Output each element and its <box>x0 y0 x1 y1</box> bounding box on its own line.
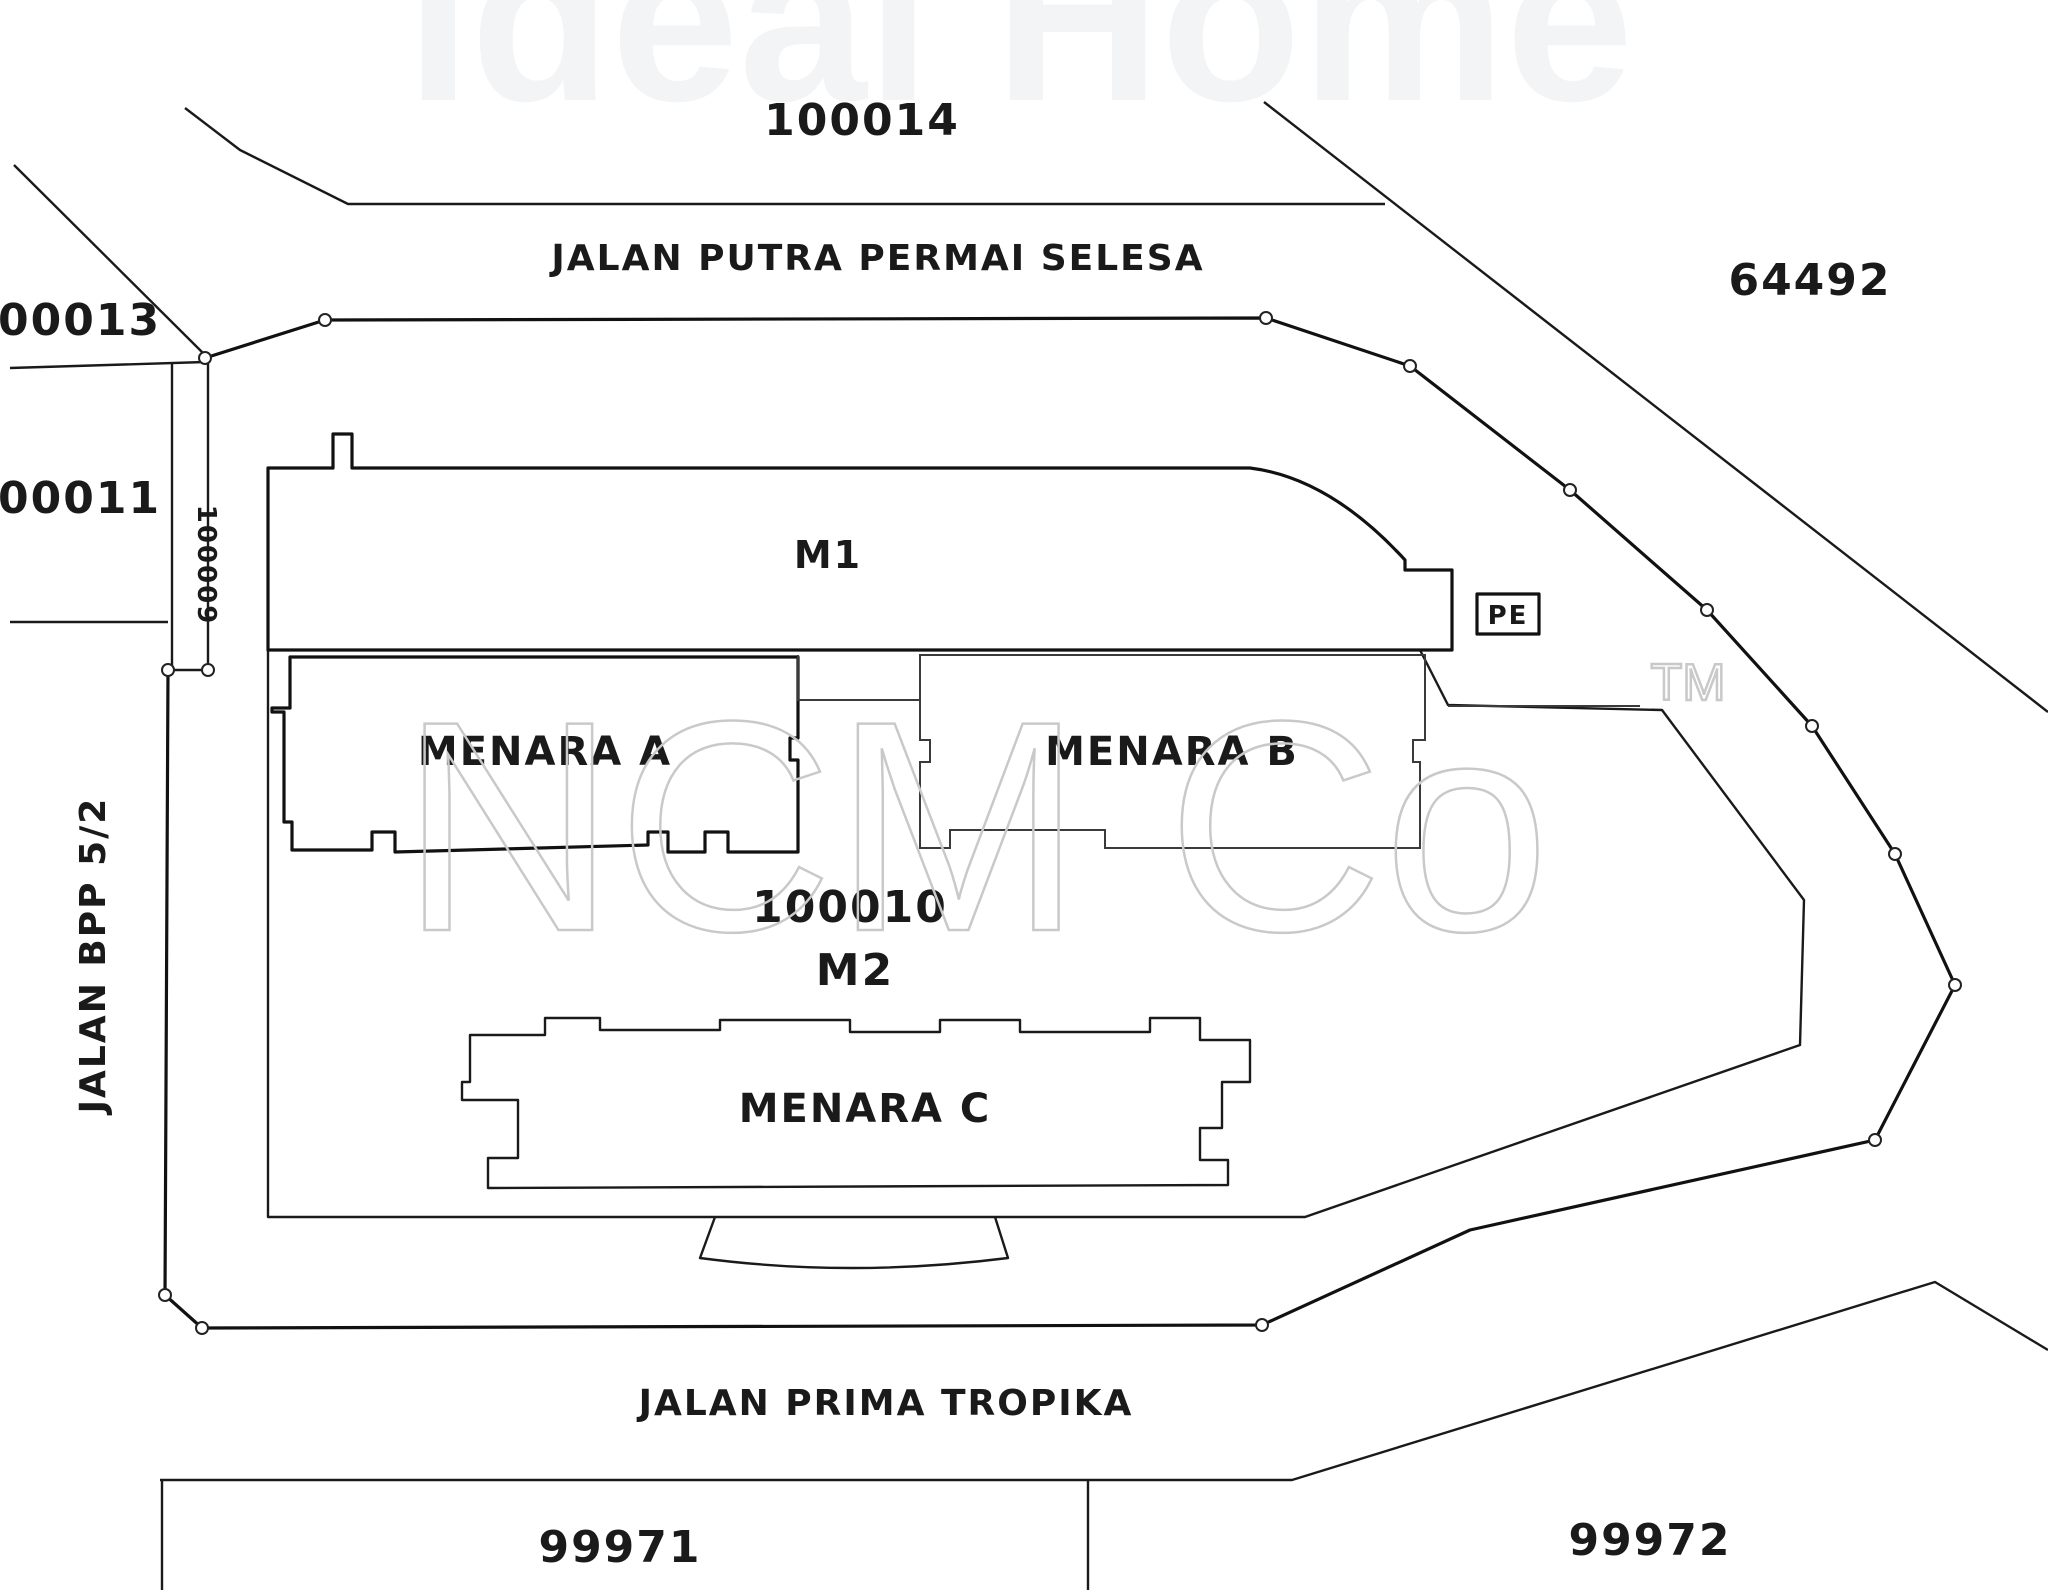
boundary-node <box>1259 311 1273 325</box>
west-diagonal-edge <box>13 164 206 356</box>
lot-label-bottom-left: 99971 <box>538 1522 701 1573</box>
boundary-node <box>158 1288 172 1302</box>
boundary-node <box>201 663 215 677</box>
center-watermark: NCM Co <box>400 658 1550 994</box>
tower-b-label: MENARA B <box>1045 729 1299 775</box>
strip-100009-boundary <box>170 362 210 672</box>
tower-c-canopy <box>698 1216 1010 1270</box>
east-road-edge <box>1263 101 2048 713</box>
boundary-node <box>1403 359 1417 373</box>
boundary-node <box>161 663 175 677</box>
pe-marker-label: PE <box>1488 601 1529 631</box>
tower-a-outline <box>270 655 800 854</box>
road-label-south: JALAN PRIMA TROPIKA <box>636 1383 1134 1424</box>
lot-label-top: 100014 <box>764 95 960 146</box>
lot-label-center: 100010 <box>752 882 948 933</box>
lot-label-left-mid: 00011 <box>0 473 161 524</box>
lot-label-left-upper: 00013 <box>0 295 161 346</box>
block-m1-outline <box>266 432 1454 652</box>
block-m1-label: M1 <box>794 533 862 577</box>
pe-marker-box <box>1475 592 1541 636</box>
lot-label-top-right: 64492 <box>1728 255 1891 306</box>
boundary-node <box>1805 719 1819 733</box>
boundary-node <box>1563 483 1577 497</box>
boundary-node <box>1255 1318 1269 1332</box>
lot-label-bottom-right: 99972 <box>1568 1515 1731 1566</box>
tower-c-outline <box>460 1016 1252 1190</box>
top-watermark: Ideal Home <box>406 0 1633 149</box>
road-label-north: JALAN PUTRA PERMAI SELESA <box>548 238 1204 279</box>
tower-a-label: MENARA A <box>418 729 672 775</box>
center-watermark-tm: TM <box>1650 654 1725 712</box>
boundary-node <box>195 1321 209 1335</box>
road-label-west: JALAN BPP 5/2 <box>73 797 114 1117</box>
boundary-node <box>318 313 332 327</box>
north-road-edge <box>184 107 1385 206</box>
boundary-node <box>1700 603 1714 617</box>
boundary-node <box>1948 978 1962 992</box>
boundary-node <box>1868 1133 1882 1147</box>
lot-label-strip: 100009 <box>191 505 221 626</box>
lot-boundary-00013 <box>9 360 206 370</box>
tower-b-outline <box>919 654 1426 849</box>
south-road-edge <box>160 1280 2048 1482</box>
boundary-node <box>1888 847 1902 861</box>
boundary-node <box>198 351 212 365</box>
tower-c-label: MENARA C <box>739 1086 992 1132</box>
block-m2-label: M2 <box>816 945 894 996</box>
